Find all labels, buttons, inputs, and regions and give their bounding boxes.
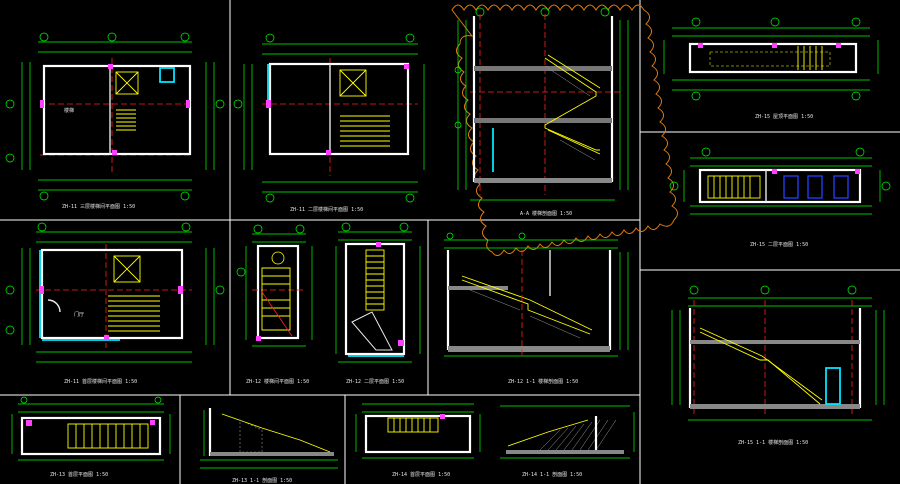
drawing-caption: ZH-11 首层楼梯间平面图 1:50 xyxy=(64,378,137,385)
plan-5: ZH-12 二层平面图 1:50 xyxy=(335,222,421,385)
drawing-caption: ZH-13 1-1 剖面图 1:50 xyxy=(232,477,292,484)
plan-1: 楼梯 ZH-11 三层楼梯间平面图 1:50 xyxy=(5,32,225,210)
section-4: ZH-13 1-1 剖面图 1:50 xyxy=(200,408,338,484)
section-5: ZH-14 1-1 剖面图 1:50 xyxy=(500,405,635,478)
drawing-caption: ZH-13 首层平面图 1:50 xyxy=(50,471,108,478)
drawing-caption: ZH-12 1-1 楼梯剖面图 1:50 xyxy=(508,378,578,385)
plan-6: ZH-13 首层平面图 1:50 xyxy=(11,396,171,478)
plan-3: 门厅 ZH-11 首层楼梯间平面图 1:50 xyxy=(5,222,225,385)
roof-1: ZH-15 屋顶平面图 1:50 xyxy=(663,17,879,120)
plan-7: ZH-14 首层平面图 1:50 xyxy=(355,403,481,478)
room-label: 楼梯 xyxy=(64,107,74,114)
room-label: 门厅 xyxy=(74,311,84,318)
drawing-caption: A-A 楼梯剖面图 1:50 xyxy=(520,210,572,217)
drawing-caption: ZH-14 首层平面图 1:50 xyxy=(392,471,450,478)
roof-2: ZH-15 二层平面图 1:50 xyxy=(669,147,891,248)
drawing-caption: ZH-15 二层平面图 1:50 xyxy=(750,242,808,248)
drawing-caption: ZH-11 二层楼梯间平面图 1:50 xyxy=(290,206,363,213)
drawing-caption: ZH-15 屋顶平面图 1:50 xyxy=(755,114,813,120)
section-1: A-A 楼梯剖面图 1:50 xyxy=(451,4,678,256)
drawing-caption: ZH-11 三层楼梯间平面图 1:50 xyxy=(62,203,135,210)
drawing-caption: ZH-14 1-1 剖面图 1:50 xyxy=(522,471,582,478)
section-3: ZH-15 1-1 楼梯剖面图 1:50 xyxy=(671,285,885,446)
plan-4: ZH-12 楼梯间平面图 1:50 xyxy=(236,224,313,385)
section-2: ZH-12 1-1 楼梯剖面图 1:50 xyxy=(444,232,629,385)
plan-2: ZH-11 二层楼梯间平面图 1:50 xyxy=(233,33,425,213)
drawing-caption: ZH-15 1-1 楼梯剖面图 1:50 xyxy=(738,439,808,446)
drawing-caption: ZH-12 二层平面图 1:50 xyxy=(346,379,404,385)
drawing-caption: ZH-12 楼梯间平面图 1:50 xyxy=(246,378,309,385)
